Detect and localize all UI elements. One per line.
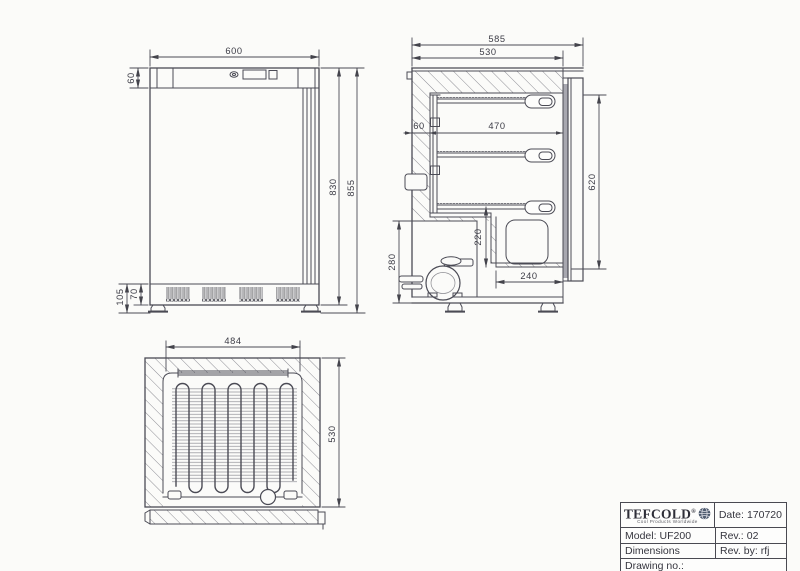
registered-mark: ® [691, 508, 696, 515]
rev-by-cell: Rev. by:rfj [720, 545, 770, 557]
dim-side-total-depth: 585 [488, 34, 505, 44]
dim-front-plinth-height: 105 [115, 288, 125, 305]
title-block: TEFCOLD® Cool Products Worldwide Date:17… [620, 502, 787, 571]
front-dimensions: 600 60 830 855 105 70 [115, 46, 366, 314]
condenser-fins [172, 388, 297, 484]
shelves [404, 94, 556, 215]
recess-cover [505, 219, 549, 265]
dim-side-wall-thickness: 60 [413, 121, 425, 131]
door-gasket [563, 84, 568, 278]
dim-front-grille-height: 70 [129, 288, 139, 300]
rear-door-slab [144, 509, 326, 530]
dim-front-total-height: 855 [346, 179, 356, 196]
globe-icon [698, 506, 711, 520]
rear-outline [144, 357, 321, 508]
side-dimensions: 585 530 60 470 620 220 280 [387, 34, 607, 304]
dim-rear-condenser-width: 484 [224, 336, 241, 346]
dim-side-recess-depth: 240 [520, 271, 537, 281]
dim-side-recess-height: 220 [473, 228, 483, 245]
control-panel [229, 69, 278, 80]
front-cabinet-outline [149, 67, 320, 306]
rear-hook [406, 71, 413, 80]
tube-grommet [259, 488, 277, 506]
dim-side-interior-height: 620 [587, 173, 597, 190]
shelf [436, 148, 556, 163]
shelf-support-post [429, 94, 441, 214]
rear-bottom-rail [162, 488, 303, 506]
brand-tagline: Cool Products Worldwide [637, 519, 698, 525]
logo-cell: TEFCOLD® Cool Products Worldwide [621, 503, 715, 527]
panel-button [268, 70, 278, 80]
side-cabinet-outline [406, 67, 584, 304]
shelf [436, 200, 556, 215]
dim-rear-cabinet-depth: 530 [327, 425, 337, 442]
wall-bracket [404, 173, 428, 191]
dim-side-compartment-height: 280 [387, 253, 397, 270]
front-feet [148, 304, 321, 313]
dim-front-panel-height: 60 [126, 72, 136, 84]
dim-front-width: 600 [225, 46, 242, 56]
shelf [436, 94, 556, 109]
model-cell: Model:UF200 [621, 528, 716, 543]
dim-side-cabinet-depth: 530 [479, 47, 496, 57]
dim-side-interior-depth: 470 [488, 121, 505, 131]
revision-cell: Rev.:02 [720, 529, 759, 542]
sheet-name-cell: Dimensions [621, 544, 716, 558]
date-cell: Date:170720 [718, 509, 782, 521]
compressor [398, 256, 474, 301]
side-section-view: 585 530 60 470 620 220 280 [387, 34, 607, 313]
door-edge-lines [302, 87, 316, 285]
front-view: 600 60 830 855 105 70 [115, 46, 366, 314]
dim-front-cabinet-height: 830 [328, 178, 338, 195]
ventilation-grille [166, 287, 300, 302]
condenser-mount-bracket [177, 368, 289, 378]
rear-view: 484 530 [144, 336, 346, 530]
brand-logo: TEFCOLD® [623, 506, 696, 522]
power-led-dot [231, 73, 237, 76]
side-feet [445, 302, 558, 313]
drawing-no-cell: Drawing no.: [625, 560, 684, 571]
power-led [229, 71, 239, 78]
rear-liner [162, 372, 303, 494]
rear-dimensions: 484 530 [165, 336, 346, 508]
door-section [562, 77, 584, 282]
thermostat-display [242, 69, 267, 80]
